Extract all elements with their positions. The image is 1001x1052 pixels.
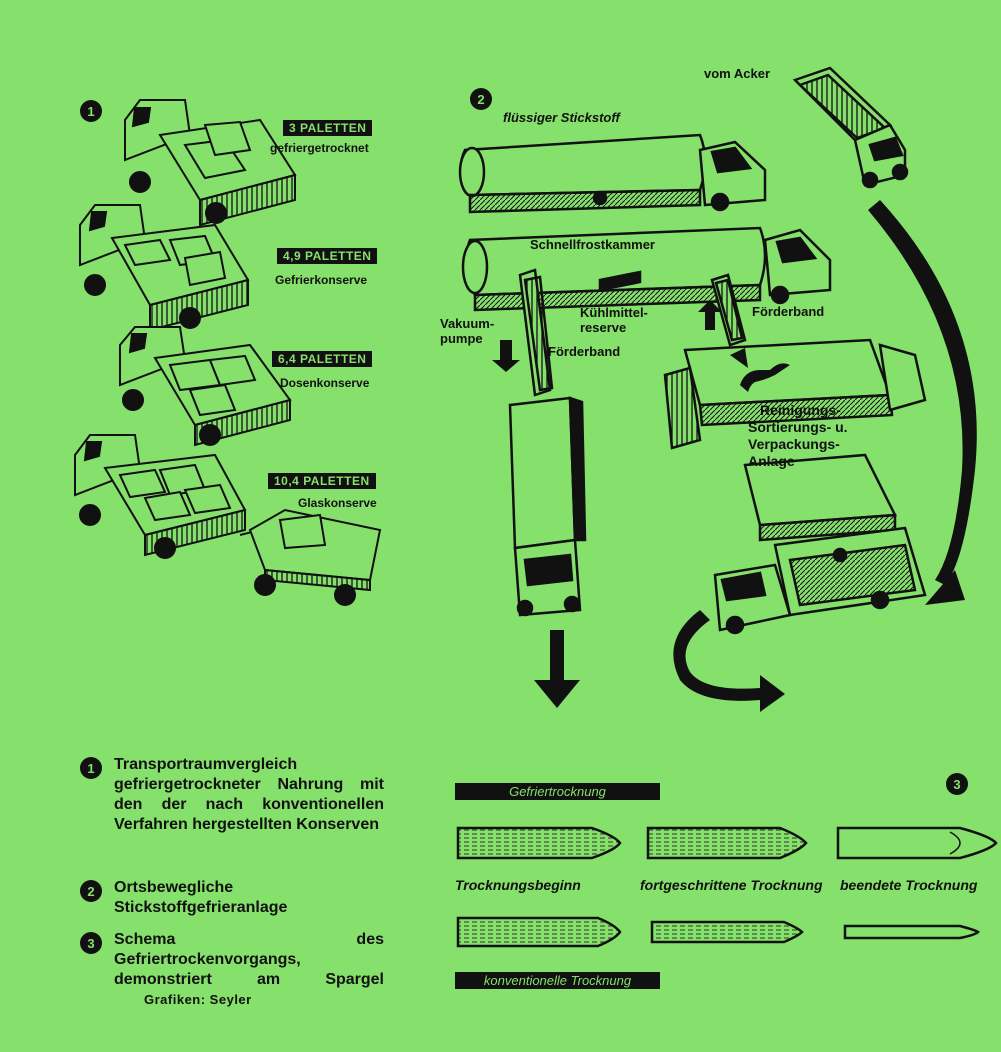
- from-field-label: vom Acker: [704, 66, 770, 81]
- type-label-4: Glaskonserve: [298, 496, 377, 510]
- nitrogen-label: flüssiger Stickstoff: [503, 110, 620, 125]
- truck-10-4-pallets: [74, 434, 382, 606]
- pallets-label-1: 3 PALETTEN: [283, 120, 373, 136]
- type-label-2: Gefrierkonserve: [275, 273, 368, 287]
- pallets-label-2: 4,9 PALETTEN: [277, 248, 378, 264]
- conventional-band: konventionelle Trocknung: [455, 972, 660, 989]
- plant-line-3: Verpackungs-: [748, 436, 840, 452]
- conveyor-right-label: Förderband: [752, 304, 825, 319]
- type-label-3: Dosenkonserve: [280, 376, 370, 390]
- section-2-badge: 2: [470, 88, 492, 110]
- refrigerated-truck: [508, 396, 587, 617]
- legend-badge-1: 1: [80, 757, 102, 779]
- plant-line-4: Anlage: [748, 453, 795, 469]
- stage-start-label: Trocknungsbeginn: [455, 877, 581, 893]
- legend-badge-3: 3: [80, 932, 102, 954]
- freeze-chamber-label: Schnellfrostkammer: [530, 237, 655, 252]
- conveyor-left-label: Förderband: [548, 344, 621, 359]
- freeze-drying-band: Gefriertrocknung: [455, 783, 660, 800]
- coolant-line-2: reserve: [580, 320, 627, 335]
- sorting-plant: [663, 338, 927, 542]
- legend-text-3: Schema des Gefriertrockenvorgangs, demon…: [114, 930, 384, 1010]
- output-arrow-icon: [534, 630, 580, 708]
- credit-line: Grafiken: Seyler: [144, 992, 252, 1007]
- plant-label: Reinigungs- Sortierungs- u. Verpackungs-…: [748, 402, 848, 470]
- vacuum-pump-line-2: pumpe: [440, 331, 483, 346]
- plant-line-2: Sortierungs- u.: [748, 419, 848, 435]
- loading-truck: [713, 526, 927, 635]
- truck-6-4-pallets: [119, 326, 292, 447]
- spear-conventional-mid: [650, 920, 804, 944]
- legend-item-2: 2 Ortsbewegliche Stickstoffgefrieranlage: [80, 878, 384, 918]
- spear-conventional-start: [456, 916, 622, 948]
- section-3-badge: 3: [946, 773, 968, 795]
- harvest-truck: [792, 66, 909, 189]
- nitrogen-tanker: [458, 133, 767, 214]
- exit-arrow-head-icon: [760, 675, 785, 712]
- truck-3-pallets: [124, 99, 297, 227]
- section-1-badge: 1: [80, 100, 102, 122]
- spear-conventional-end: [843, 924, 980, 940]
- plant-line-1: Reinigungs-: [760, 402, 841, 418]
- plant-s-arrow-icon: [740, 363, 790, 392]
- vacuum-pump-label: Vakuum- pumpe: [440, 316, 494, 346]
- vacuum-pump-line-1: Vakuum-: [440, 316, 495, 331]
- spear-freeze-mid: [646, 826, 808, 860]
- conveyor-left-drawing: [518, 268, 554, 397]
- legend-item-3: 3 Schema des Gefriertrockenvorgangs, dem…: [80, 930, 384, 1010]
- type-label-1: gefriergetrocknet: [270, 141, 369, 155]
- pallets-label-3: 6,4 PALETTEN: [272, 351, 373, 367]
- arrow-down-icon: [492, 340, 520, 372]
- legend-item-1: 1 Transportraumvergleich gefriergetrockn…: [80, 755, 384, 835]
- coolant-line-1: Kühlmittel-: [580, 305, 648, 320]
- pallets-label-4: 10,4 PALETTEN: [268, 473, 376, 489]
- stage-end-label: beendete Trocknung: [840, 877, 978, 893]
- field-curve-arrow-icon: [868, 200, 977, 585]
- stage-mid-label: fortgeschrittene Trocknung: [640, 877, 823, 893]
- legend-text-3-body: Schema des Gefriertrockenvorgangs, demon…: [114, 931, 384, 988]
- legend-badge-2: 2: [80, 880, 102, 902]
- legend-text-2: Ortsbewegliche Stickstoffgefrieranlage: [114, 879, 288, 916]
- arrow-up-icon: [698, 300, 722, 330]
- exit-curve-arrow-icon: [673, 610, 760, 701]
- spear-freeze-start: [456, 826, 622, 860]
- coolant-label: Kühlmittel- reserve: [580, 305, 648, 335]
- legend-text-1: Transportraumvergleich gefriergetrocknet…: [114, 756, 384, 833]
- field-arrow-head-icon: [925, 570, 965, 605]
- truck-4-9-pallets: [79, 204, 250, 332]
- conveyor-right-drawing: [710, 273, 747, 347]
- spear-freeze-end: [836, 826, 998, 860]
